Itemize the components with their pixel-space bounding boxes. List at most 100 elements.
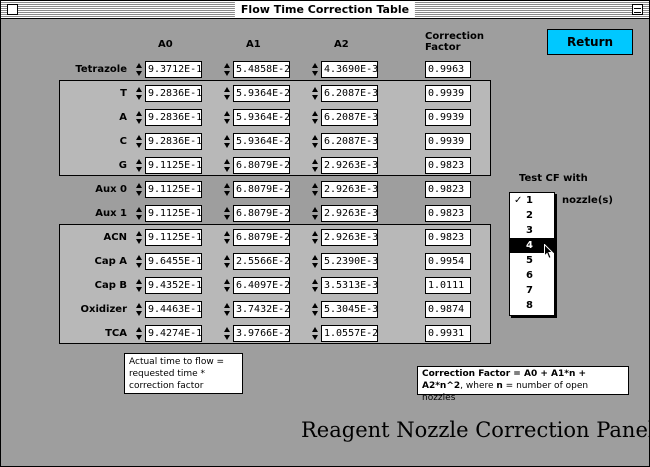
coefficient-field-a1[interactable]: 6.8079E-2 — [233, 157, 290, 174]
coefficient-stepper-icon[interactable] — [136, 61, 143, 78]
coefficient-field-a0[interactable]: 9.4274E-1 — [145, 325, 202, 342]
coefficient-field-a1[interactable]: 6.4097E-2 — [233, 277, 290, 294]
row-label: Tetrazole — [75, 64, 127, 75]
nozzle-option[interactable]: 8 — [510, 298, 554, 313]
coefficient-field-a2[interactable]: 2.9263E-3 — [321, 205, 378, 222]
coefficient-stepper-icon[interactable] — [312, 133, 319, 150]
coefficient-field-a2[interactable]: 3.5313E-3 — [321, 277, 378, 294]
coefficient-stepper-icon[interactable] — [224, 325, 231, 342]
coefficient-field-a2[interactable]: 6.2087E-3 — [321, 85, 378, 102]
nozzle-option[interactable]: ✓1 — [510, 193, 554, 208]
coefficient-field-a1[interactable]: 6.8079E-2 — [233, 205, 290, 222]
coefficient-stepper-icon[interactable] — [136, 301, 143, 318]
coefficient-field-a1[interactable]: 5.9364E-2 — [233, 133, 290, 150]
nozzle-option-label: 2 — [526, 210, 533, 221]
coefficient-field-a1[interactable]: 2.5566E-2 — [233, 253, 290, 270]
coefficient-field-a2[interactable]: 6.2087E-3 — [321, 109, 378, 126]
coefficient-stepper-icon[interactable] — [224, 229, 231, 246]
nozzle-option-label: 5 — [526, 255, 533, 266]
coefficient-stepper-icon[interactable] — [136, 277, 143, 294]
row-label: T — [120, 88, 127, 99]
coefficient-field-a1[interactable]: 5.9364E-2 — [233, 109, 290, 126]
coefficient-stepper-icon[interactable] — [312, 181, 319, 198]
coefficient-stepper-icon[interactable] — [224, 301, 231, 318]
coefficient-stepper-icon[interactable] — [224, 133, 231, 150]
coefficient-field-a0[interactable]: 9.4463E-1 — [145, 301, 202, 318]
coefficient-field-a2[interactable]: 5.2390E-3 — [321, 253, 378, 270]
coefficient-stepper-icon[interactable] — [136, 229, 143, 246]
title-bar[interactable]: Flow Time Correction Table — [1, 1, 649, 19]
nozzle-option[interactable]: 2 — [510, 208, 554, 223]
coefficient-stepper-icon[interactable] — [136, 253, 143, 270]
coefficient-stepper-icon[interactable] — [224, 157, 231, 174]
correction-factor-field: 0.9823 — [425, 229, 471, 246]
coefficient-stepper-icon[interactable] — [312, 301, 319, 318]
formula-text-where: , where — [460, 381, 497, 391]
nozzle-option[interactable]: 5 — [510, 253, 554, 268]
coefficient-stepper-icon[interactable] — [312, 85, 319, 102]
coefficient-stepper-icon[interactable] — [224, 109, 231, 126]
correction-factor-field: 0.9939 — [425, 85, 471, 102]
nozzle-option-label: 3 — [526, 225, 533, 236]
coefficient-stepper-icon[interactable] — [312, 277, 319, 294]
coefficient-stepper-icon[interactable] — [312, 205, 319, 222]
coefficient-stepper-icon[interactable] — [224, 181, 231, 198]
coefficient-stepper-icon[interactable] — [136, 157, 143, 174]
coefficient-stepper-icon[interactable] — [136, 181, 143, 198]
nozzle-option[interactable]: 3 — [510, 223, 554, 238]
coefficient-field-a1[interactable]: 3.7432E-2 — [233, 301, 290, 318]
coefficient-stepper-icon[interactable] — [136, 85, 143, 102]
nozzle-option-label: 8 — [526, 300, 533, 311]
coefficient-stepper-icon[interactable] — [312, 157, 319, 174]
coefficient-stepper-icon[interactable] — [136, 205, 143, 222]
coefficient-field-a0[interactable]: 9.1125E-1 — [145, 205, 202, 222]
coefficient-stepper-icon[interactable] — [224, 277, 231, 294]
coefficient-field-a2[interactable]: 4.3690E-3 — [321, 61, 378, 78]
coefficient-stepper-icon[interactable] — [136, 109, 143, 126]
coefficient-stepper-icon[interactable] — [136, 325, 143, 342]
coefficient-field-a0[interactable]: 9.1125E-1 — [145, 181, 202, 198]
formula-text-bold-2: A2*n^2 — [422, 381, 461, 391]
coefficient-stepper-icon[interactable] — [312, 325, 319, 342]
row-label: TCA — [105, 328, 127, 339]
coefficient-field-a1[interactable]: 6.8079E-2 — [233, 229, 290, 246]
coefficient-stepper-icon[interactable] — [224, 253, 231, 270]
coefficient-stepper-icon[interactable] — [224, 85, 231, 102]
row-label: Oxidizer — [80, 304, 128, 315]
coefficient-field-a2[interactable]: 2.9263E-3 — [321, 157, 378, 174]
correction-factor-field: 0.9931 — [425, 325, 471, 342]
coefficient-stepper-icon[interactable] — [136, 133, 143, 150]
zoom-box-icon[interactable] — [632, 4, 643, 15]
coefficient-field-a1[interactable]: 3.9766E-2 — [233, 325, 290, 342]
coefficient-field-a0[interactable]: 9.6455E-1 — [145, 253, 202, 270]
coefficient-field-a1[interactable]: 6.8079E-2 — [233, 181, 290, 198]
formula-note: Correction Factor = A0 + A1*n + A2*n^2, … — [417, 366, 629, 403]
coefficient-field-a2[interactable]: 5.3045E-3 — [321, 301, 378, 318]
coefficient-stepper-icon[interactable] — [224, 61, 231, 78]
coefficient-stepper-icon[interactable] — [312, 229, 319, 246]
coefficient-field-a0[interactable]: 9.3712E-1 — [145, 61, 202, 78]
coefficient-field-a2[interactable]: 6.2087E-3 — [321, 133, 378, 150]
coefficient-field-a2[interactable]: 2.9263E-3 — [321, 181, 378, 198]
window-title: Flow Time Correction Table — [234, 2, 416, 17]
coefficient-stepper-icon[interactable] — [312, 61, 319, 78]
coefficient-field-a0[interactable]: 9.1125E-1 — [145, 157, 202, 174]
coefficient-field-a2[interactable]: 2.9263E-3 — [321, 229, 378, 246]
coefficient-field-a0[interactable]: 9.2836E-1 — [145, 133, 202, 150]
coefficient-stepper-icon[interactable] — [312, 109, 319, 126]
coefficient-field-a2[interactable]: 1.0557E-2 — [321, 325, 378, 342]
nozzle-option[interactable]: 6 — [510, 268, 554, 283]
coefficient-stepper-icon[interactable] — [312, 253, 319, 270]
coefficient-field-a0[interactable]: 9.1125E-1 — [145, 229, 202, 246]
nozzle-option[interactable]: 4 — [510, 238, 554, 253]
coefficient-field-a0[interactable]: 9.2836E-1 — [145, 109, 202, 126]
coefficient-field-a1[interactable]: 5.4858E-2 — [233, 61, 290, 78]
coefficient-field-a0[interactable]: 9.4352E-1 — [145, 277, 202, 294]
close-box-icon[interactable] — [7, 4, 18, 15]
coefficient-field-a0[interactable]: 9.2836E-1 — [145, 85, 202, 102]
return-button[interactable]: Return — [547, 29, 633, 55]
nozzle-option[interactable]: 7 — [510, 283, 554, 298]
coefficient-stepper-icon[interactable] — [224, 205, 231, 222]
coefficient-field-a1[interactable]: 5.9364E-2 — [233, 85, 290, 102]
